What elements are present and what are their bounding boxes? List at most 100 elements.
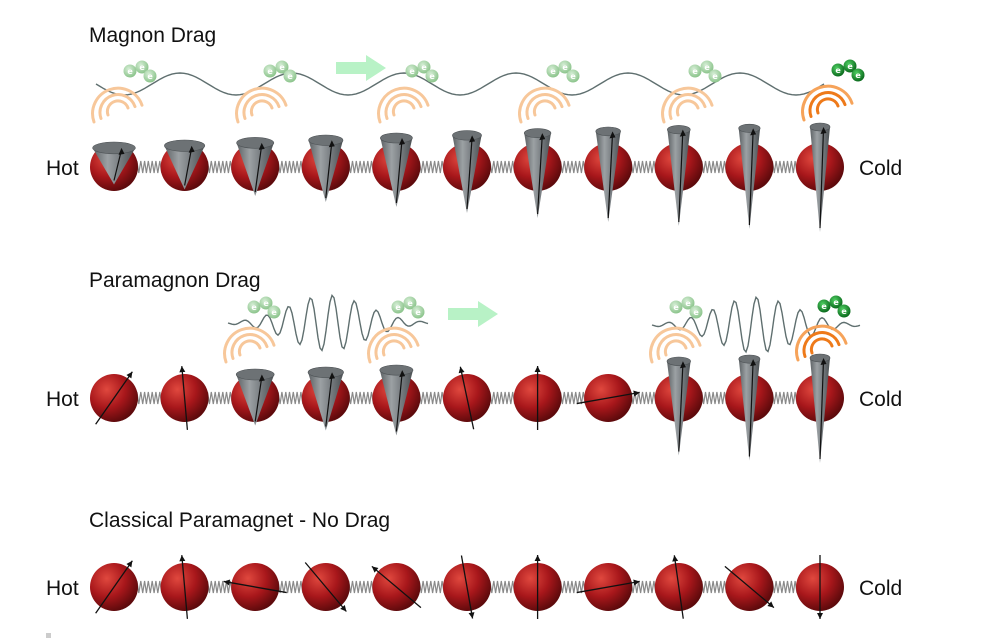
electron-label: e — [847, 62, 853, 71]
spring — [347, 391, 375, 405]
spin-arrow — [223, 580, 287, 594]
spring — [206, 160, 234, 174]
spin-arrowhead — [126, 371, 133, 379]
excitation-arc — [223, 326, 276, 364]
excitation-arc — [518, 86, 571, 124]
direction-arrow — [448, 301, 498, 327]
spring — [347, 160, 375, 174]
excitation-arc — [237, 339, 262, 357]
spring — [559, 580, 587, 594]
chain — [90, 353, 844, 463]
electron — [123, 64, 137, 78]
direction-arrow — [336, 55, 386, 81]
cone-top — [379, 364, 414, 376]
hot-label: Hot — [46, 577, 79, 600]
precession-cone — [164, 145, 205, 190]
cone-top — [92, 141, 136, 155]
spring — [700, 580, 728, 594]
electron — [247, 300, 261, 314]
electron-label: e — [139, 63, 145, 72]
precession-cone — [524, 133, 551, 218]
spin-arrowhead — [679, 129, 686, 137]
excitation-arc — [801, 84, 854, 122]
electron-label: e — [673, 303, 679, 312]
precession-cone — [738, 128, 761, 229]
cone-top — [380, 132, 413, 144]
electron-label: e — [429, 72, 435, 81]
electron — [558, 60, 572, 74]
electron — [843, 59, 857, 73]
precession-cone — [452, 135, 482, 213]
electron-label: e — [271, 308, 277, 317]
electron — [700, 60, 714, 74]
spin-arrow — [304, 562, 347, 612]
cone-top — [235, 368, 275, 381]
electron-label: e — [147, 72, 153, 81]
spin-arrow — [678, 131, 684, 223]
electron — [681, 296, 695, 310]
spin-arrow — [95, 371, 133, 425]
spin-arrowhead — [539, 133, 546, 141]
electron-label: e — [421, 63, 427, 72]
electron-label: e — [712, 72, 718, 81]
excitation-arc — [391, 99, 416, 117]
spin-arrow — [748, 130, 754, 226]
spin-arrowhead — [179, 366, 186, 373]
excitation-arc — [668, 93, 707, 120]
spin-arrow — [607, 133, 614, 219]
spring — [206, 580, 234, 594]
excitation-arc — [815, 97, 840, 115]
electron — [403, 296, 417, 310]
spring — [417, 160, 446, 174]
spring — [770, 391, 799, 405]
spin-arrow — [184, 147, 193, 186]
precession-cone — [236, 374, 275, 426]
spring — [770, 160, 799, 174]
electron — [263, 64, 277, 78]
spin-arrow — [395, 139, 403, 204]
electron — [708, 69, 722, 83]
spin-arrowhead — [820, 127, 827, 134]
cone-top — [452, 130, 482, 141]
electron — [837, 304, 851, 318]
excitation-arc — [381, 339, 406, 357]
row-title: Magnon Drag — [89, 24, 216, 47]
excitation-arc — [525, 93, 564, 120]
spin-wave — [95, 72, 825, 96]
spin-arrowhead — [399, 138, 405, 145]
spin-arrowhead — [328, 140, 335, 148]
spin-arrowhead — [118, 147, 125, 155]
spin-arrowhead — [469, 135, 476, 143]
precession-cone — [308, 140, 343, 202]
electron-label: e — [287, 72, 293, 81]
spin-arrowhead — [534, 366, 541, 372]
spin-arrowhead — [223, 579, 231, 586]
precession-cone — [379, 370, 413, 436]
spring — [417, 580, 446, 594]
spring — [629, 391, 658, 405]
excitation-arc — [649, 326, 702, 364]
spin-arrowhead — [534, 555, 541, 561]
spring — [629, 160, 658, 174]
cone-top — [809, 122, 831, 132]
electron-label: e — [692, 67, 698, 76]
cone-top — [738, 354, 761, 364]
electron-label: e — [693, 308, 699, 317]
cone-top — [809, 353, 831, 363]
precession-cone — [667, 129, 691, 226]
electron — [669, 300, 683, 314]
excitation-arc — [675, 99, 700, 117]
electron-label: e — [415, 308, 421, 317]
spin-arrow — [819, 128, 825, 229]
spring — [417, 391, 446, 405]
excitation-arc — [235, 86, 288, 124]
excitation-arc — [105, 99, 130, 117]
electron — [135, 60, 149, 74]
electron — [405, 64, 419, 78]
excitation-arc — [808, 91, 847, 118]
spin-arrow — [95, 560, 133, 614]
spring — [276, 580, 305, 594]
excitation-arc — [367, 326, 420, 364]
